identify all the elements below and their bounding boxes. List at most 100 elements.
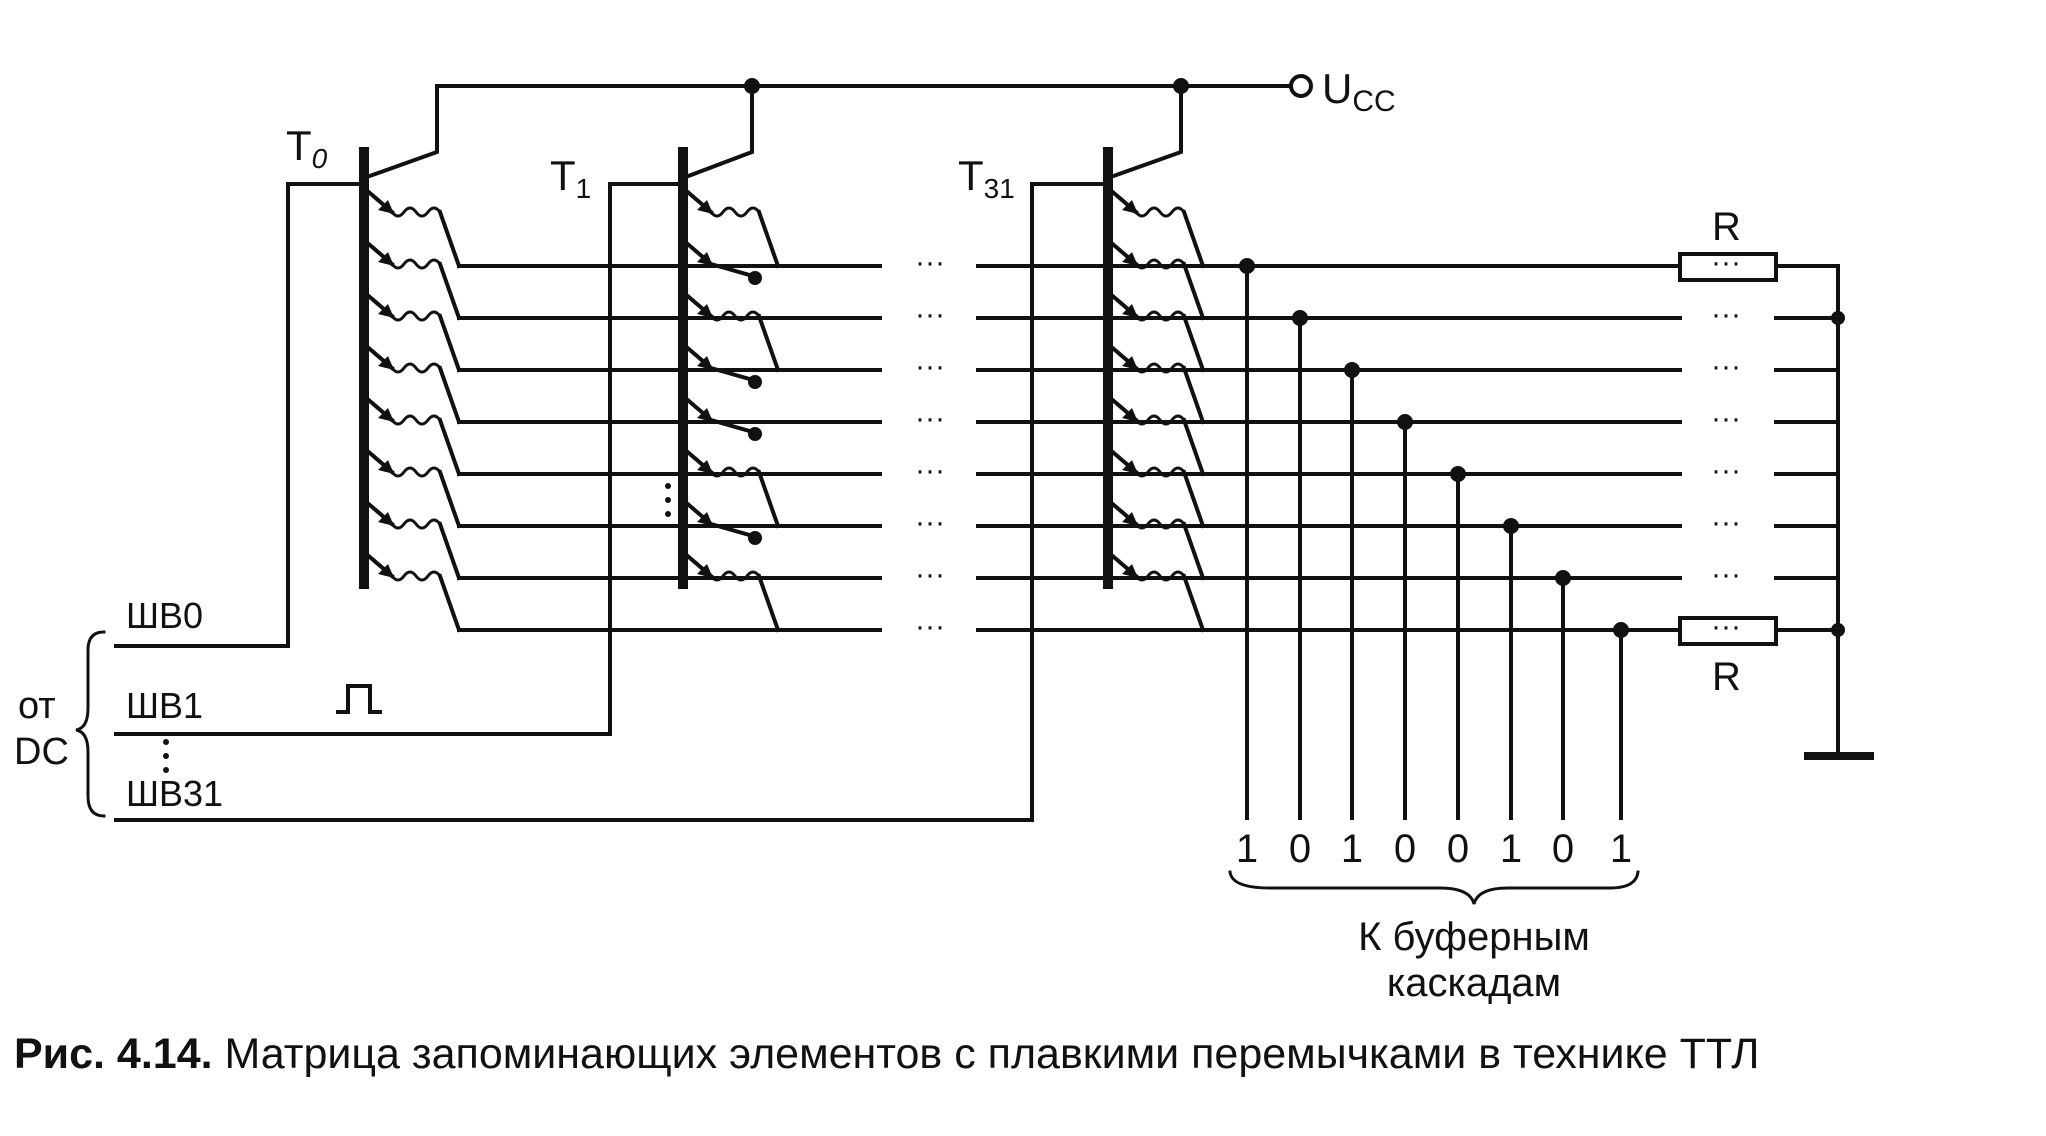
fuse-intact-t0-1 [389, 258, 443, 270]
emitter-arrow [378, 512, 394, 526]
fuse-blown-t1-1 [748, 271, 762, 285]
output-bit-6: 0 [1552, 827, 1574, 871]
fuse-intact-t0-6 [389, 518, 443, 530]
junction-dot [1503, 518, 1519, 534]
ellipsis-glyph: ··· [1711, 350, 1741, 383]
from-label: от [18, 685, 56, 727]
junction-dot [744, 78, 760, 94]
wordline-wb31-label: ШВ31 [126, 773, 223, 814]
fuse-intact-t0-2 [389, 310, 443, 322]
output-bit-7: 1 [1610, 827, 1632, 871]
fuse-intact-t1-0 [708, 206, 762, 218]
ellipsis-glyph: ··· [915, 610, 945, 643]
ellipsis-glyph: ··· [915, 298, 945, 331]
fuse-lead [1181, 209, 1206, 269]
resistor-bottom [1678, 616, 1778, 646]
figure-caption: Рис. 4.14. Матрица запоминающих элементо… [14, 1030, 1760, 1078]
output-bit-1: 0 [1289, 827, 1311, 871]
junction-dot [1831, 623, 1845, 637]
fuse-lead [437, 209, 462, 269]
collector-t31 [1105, 84, 1183, 181]
resistor-top [1678, 252, 1778, 282]
wordline-wb0-label: ШВ0 [126, 595, 203, 636]
fuse-lead [437, 469, 462, 529]
fuse-lead [437, 365, 462, 425]
emitter-arrow [1122, 252, 1138, 266]
buffer-label-line1: К буферным [1358, 915, 1590, 959]
junction-dot [1613, 622, 1629, 638]
ellipsis-glyph: ··· [915, 506, 945, 539]
emitter-arrow [1122, 408, 1138, 422]
vertical-dot [163, 767, 169, 773]
ellipsis-glyph: ··· [1711, 506, 1741, 539]
ellipsis-glyph: ··· [915, 402, 945, 435]
output-bit-5: 1 [1500, 827, 1522, 871]
pulse-symbol [336, 684, 382, 714]
dc-brace [75, 630, 106, 818]
ellipsis-glyph: ··· [915, 246, 945, 279]
fuse-intact-t0-0 [389, 206, 443, 218]
fuse-lead [1181, 313, 1206, 373]
wordline-wb1 [114, 182, 685, 736]
fuse-lead [1181, 365, 1206, 425]
dc-label: DC [14, 731, 69, 773]
emitter-arrow [1122, 356, 1138, 370]
vertical-dot [665, 497, 671, 503]
wordline-wb1-label: ШВ1 [126, 685, 203, 726]
ellipsis-glyph: ··· [1711, 454, 1741, 487]
fuse-lead [437, 313, 462, 373]
emitter-arrow [1122, 512, 1138, 526]
fuse-lead [1181, 521, 1206, 581]
fuse-blown-t1-4 [748, 427, 762, 441]
fuse-lead [437, 521, 462, 581]
output-bit-4: 0 [1447, 827, 1469, 871]
ellipsis-glyph: ··· [1711, 610, 1741, 643]
fuse-lead [1181, 261, 1206, 321]
fuse-lead [756, 573, 781, 633]
junction-dot [1292, 310, 1308, 326]
output-bit-0: 1 [1236, 827, 1258, 871]
fuse-lead [437, 261, 462, 321]
ellipsis-glyph: ··· [915, 558, 945, 591]
emitter-arrow [697, 356, 713, 370]
ucc-label: UCC [1322, 65, 1396, 118]
vertical-dot [163, 739, 169, 745]
emitter-arrow [697, 252, 713, 266]
t0-label: T0 [286, 122, 328, 174]
junction-dot [1397, 414, 1413, 430]
collector-t1 [680, 84, 754, 181]
fuse-lead [1181, 469, 1206, 529]
emitter-arrow [697, 408, 713, 422]
junction-dot [1831, 311, 1845, 325]
output-bit-2: 1 [1341, 827, 1363, 871]
emitter-arrow [378, 200, 394, 214]
vcc-terminal [1289, 74, 1313, 98]
fuse-lead [756, 313, 781, 373]
emitter-arrow [1122, 200, 1138, 214]
fuse-blown-t1-3 [748, 375, 762, 389]
fuse-intact-t0-4 [389, 414, 443, 426]
junction-dot [1344, 362, 1360, 378]
output-bit-3: 0 [1394, 827, 1416, 871]
junction-dot [1450, 466, 1466, 482]
emitter-arrow [1122, 460, 1138, 474]
junction-dot [1173, 78, 1189, 94]
emitter-arrow [378, 356, 394, 370]
ellipsis-glyph: ··· [915, 350, 945, 383]
t31-label: T31 [958, 152, 1015, 204]
fuse-lead [1181, 573, 1206, 633]
t1-label: T1 [550, 152, 591, 204]
vertical-dot [665, 511, 671, 517]
resistor-bottom-label: R [1712, 655, 1741, 699]
emitter-arrow [378, 564, 394, 578]
emitter-arrow [697, 200, 713, 214]
wordline-wb0 [114, 182, 366, 648]
emitter-arrow [1122, 564, 1138, 578]
fuse-lead [756, 209, 781, 269]
ellipsis-glyph: ··· [1711, 402, 1741, 435]
output-brace [1228, 870, 1640, 905]
junction-dot [1239, 258, 1255, 274]
emitter-arrow [1122, 304, 1138, 318]
resistor-top-label: R [1712, 205, 1741, 249]
